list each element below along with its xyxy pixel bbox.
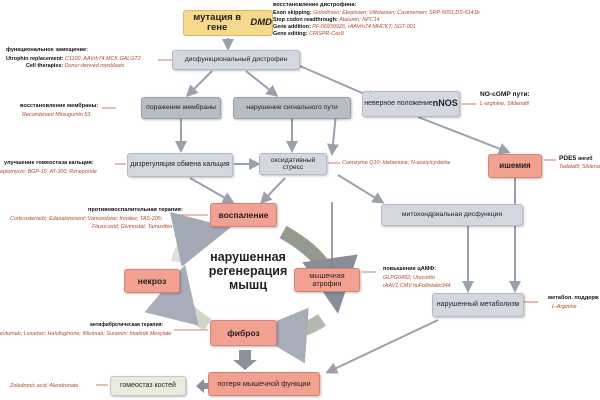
pde5-therapy: Tadalafil; Sildena: [559, 164, 600, 170]
node-dysfunctional-dystrophin: дисфункциональный дистрофин: [172, 50, 300, 70]
node-inflammation: воспаление: [210, 203, 277, 227]
arrow-oxidative-to-mito: [337, 174, 385, 204]
oxidative-therapy: Coenzyme Q10; Idebenone; N-acetylcystein…: [342, 160, 451, 166]
arrow-to-signaling: [245, 70, 279, 97]
node-ischemia: ишемия: [488, 154, 542, 178]
node-muscle-atrophy: мышечная атрофия: [294, 268, 360, 292]
pde5-heading: PDE5 ингиб: [559, 155, 593, 162]
annotation-pointers: [96, 19, 556, 386]
node-membrane-damage: поражение мембраны: [141, 97, 221, 119]
center-label: нарушенная регенерация мышц: [208, 250, 288, 292]
node-fibrosis: фиброз: [210, 320, 277, 346]
arrow-calcium-to-inflammation: [189, 177, 235, 204]
utrophin-line: Utrophin replacement: C1100, AAVrh74.MCK…: [6, 56, 141, 62]
node-nnos-mislocalization: неверное положение nNOS: [362, 91, 460, 117]
camp-heading: повышение цАМФ:: [383, 266, 437, 272]
node-loss-function: потеря мышечной функции: [208, 372, 320, 396]
arrow-fibrosis-to-loss: [233, 350, 257, 370]
nnos-label: nNOS: [432, 98, 458, 109]
antifibrotic-therapy: evtumab; Losartan; Halofuginone; Ifilisi…: [0, 331, 172, 337]
anti-inflammatory-therapy-2: Flavocoxid; Givinostat; Tamoxifen: [92, 224, 173, 230]
membrane-restore-therapy: Recombinant Mitsugumin 53: [22, 112, 91, 118]
anti-inflammatory-heading: противовоспалительная терапия:: [88, 207, 183, 213]
arrow-metabolism-to-loss: [325, 319, 439, 374]
gene-editing-line: Gene editing: CRISPR-Cas9: [273, 31, 344, 37]
node-oxidative-stress: оксидативный стресс: [259, 153, 327, 175]
node-necrosis: некроз: [124, 269, 180, 293]
nocgmp-heading: NO-cGMP пути:: [480, 91, 530, 98]
node-mito-dysfunction: митохондриальная дисфункция: [381, 204, 523, 226]
metabolic-heading: метабол. поддерж: [548, 295, 599, 301]
node-impaired-metabolism: нарушенный метаболизм: [432, 293, 524, 317]
node-calcium-dysregulation: дизрегуляция обмена кальция: [127, 153, 233, 177]
antifibrotic-heading: антифибротическая терапия:: [90, 322, 164, 328]
nocgmp-therapy: L-arginine, Sildenafil: [480, 101, 529, 107]
calcium-heading: улучшение гомеостаза кальция:: [4, 160, 94, 166]
camp-therapy-1: GLPG0492; Urocortin: [383, 275, 435, 281]
node-signaling-disruption: нарушение сигнального пути: [233, 97, 351, 119]
anti-inflammatory-therapy-1: Corticosteroids; Edasalonexent; Vamorolo…: [10, 216, 163, 222]
stop-codon-line: Stop codon readthrough: Ataluren; NPC14: [273, 17, 380, 23]
camp-therapy-2: rAAV1.CMV.huFollistatin344: [383, 283, 451, 289]
metabolic-therapy: L-Arginine: [552, 304, 577, 310]
membrane-restore-heading: восстановление мембраны:: [20, 103, 99, 109]
gene-addition-line: Gene addition: PF-06939926; rAAVrh74.MHC…: [273, 24, 416, 30]
flow-arrows: [175, 38, 521, 374]
arrow-nnos-to-oxidative: [326, 113, 339, 156]
gene-name: DMD: [250, 17, 272, 29]
node-dmd-mutation: мутация в гене DMD: [183, 10, 273, 36]
exon-skipping-line: Exon skipping: Golodirsen; Eteplirsen; V…: [273, 10, 480, 16]
arrow-loss-to-bone: [196, 379, 214, 393]
node-bone-homeostasis: гомеостаз костей: [110, 376, 186, 396]
arrow-to-membrane: [185, 70, 213, 98]
dystrophin-restore-heading: восстановление дистрофина:: [273, 2, 357, 8]
calcium-therapy: eptomycin; BGP-15; AT-300; Rimeporide: [0, 169, 97, 175]
cell-therapies-line: Cell therapies: Donor-derived myoblasts: [26, 63, 125, 69]
functional-replacement-heading: функциональное замещение:: [6, 47, 89, 53]
arrow-nnos-to-ischemia: [417, 116, 511, 155]
arrow-oxidative-to-inflammation: [259, 177, 286, 205]
bone-therapy: Zoledronic acid, Alendronate: [10, 383, 79, 389]
